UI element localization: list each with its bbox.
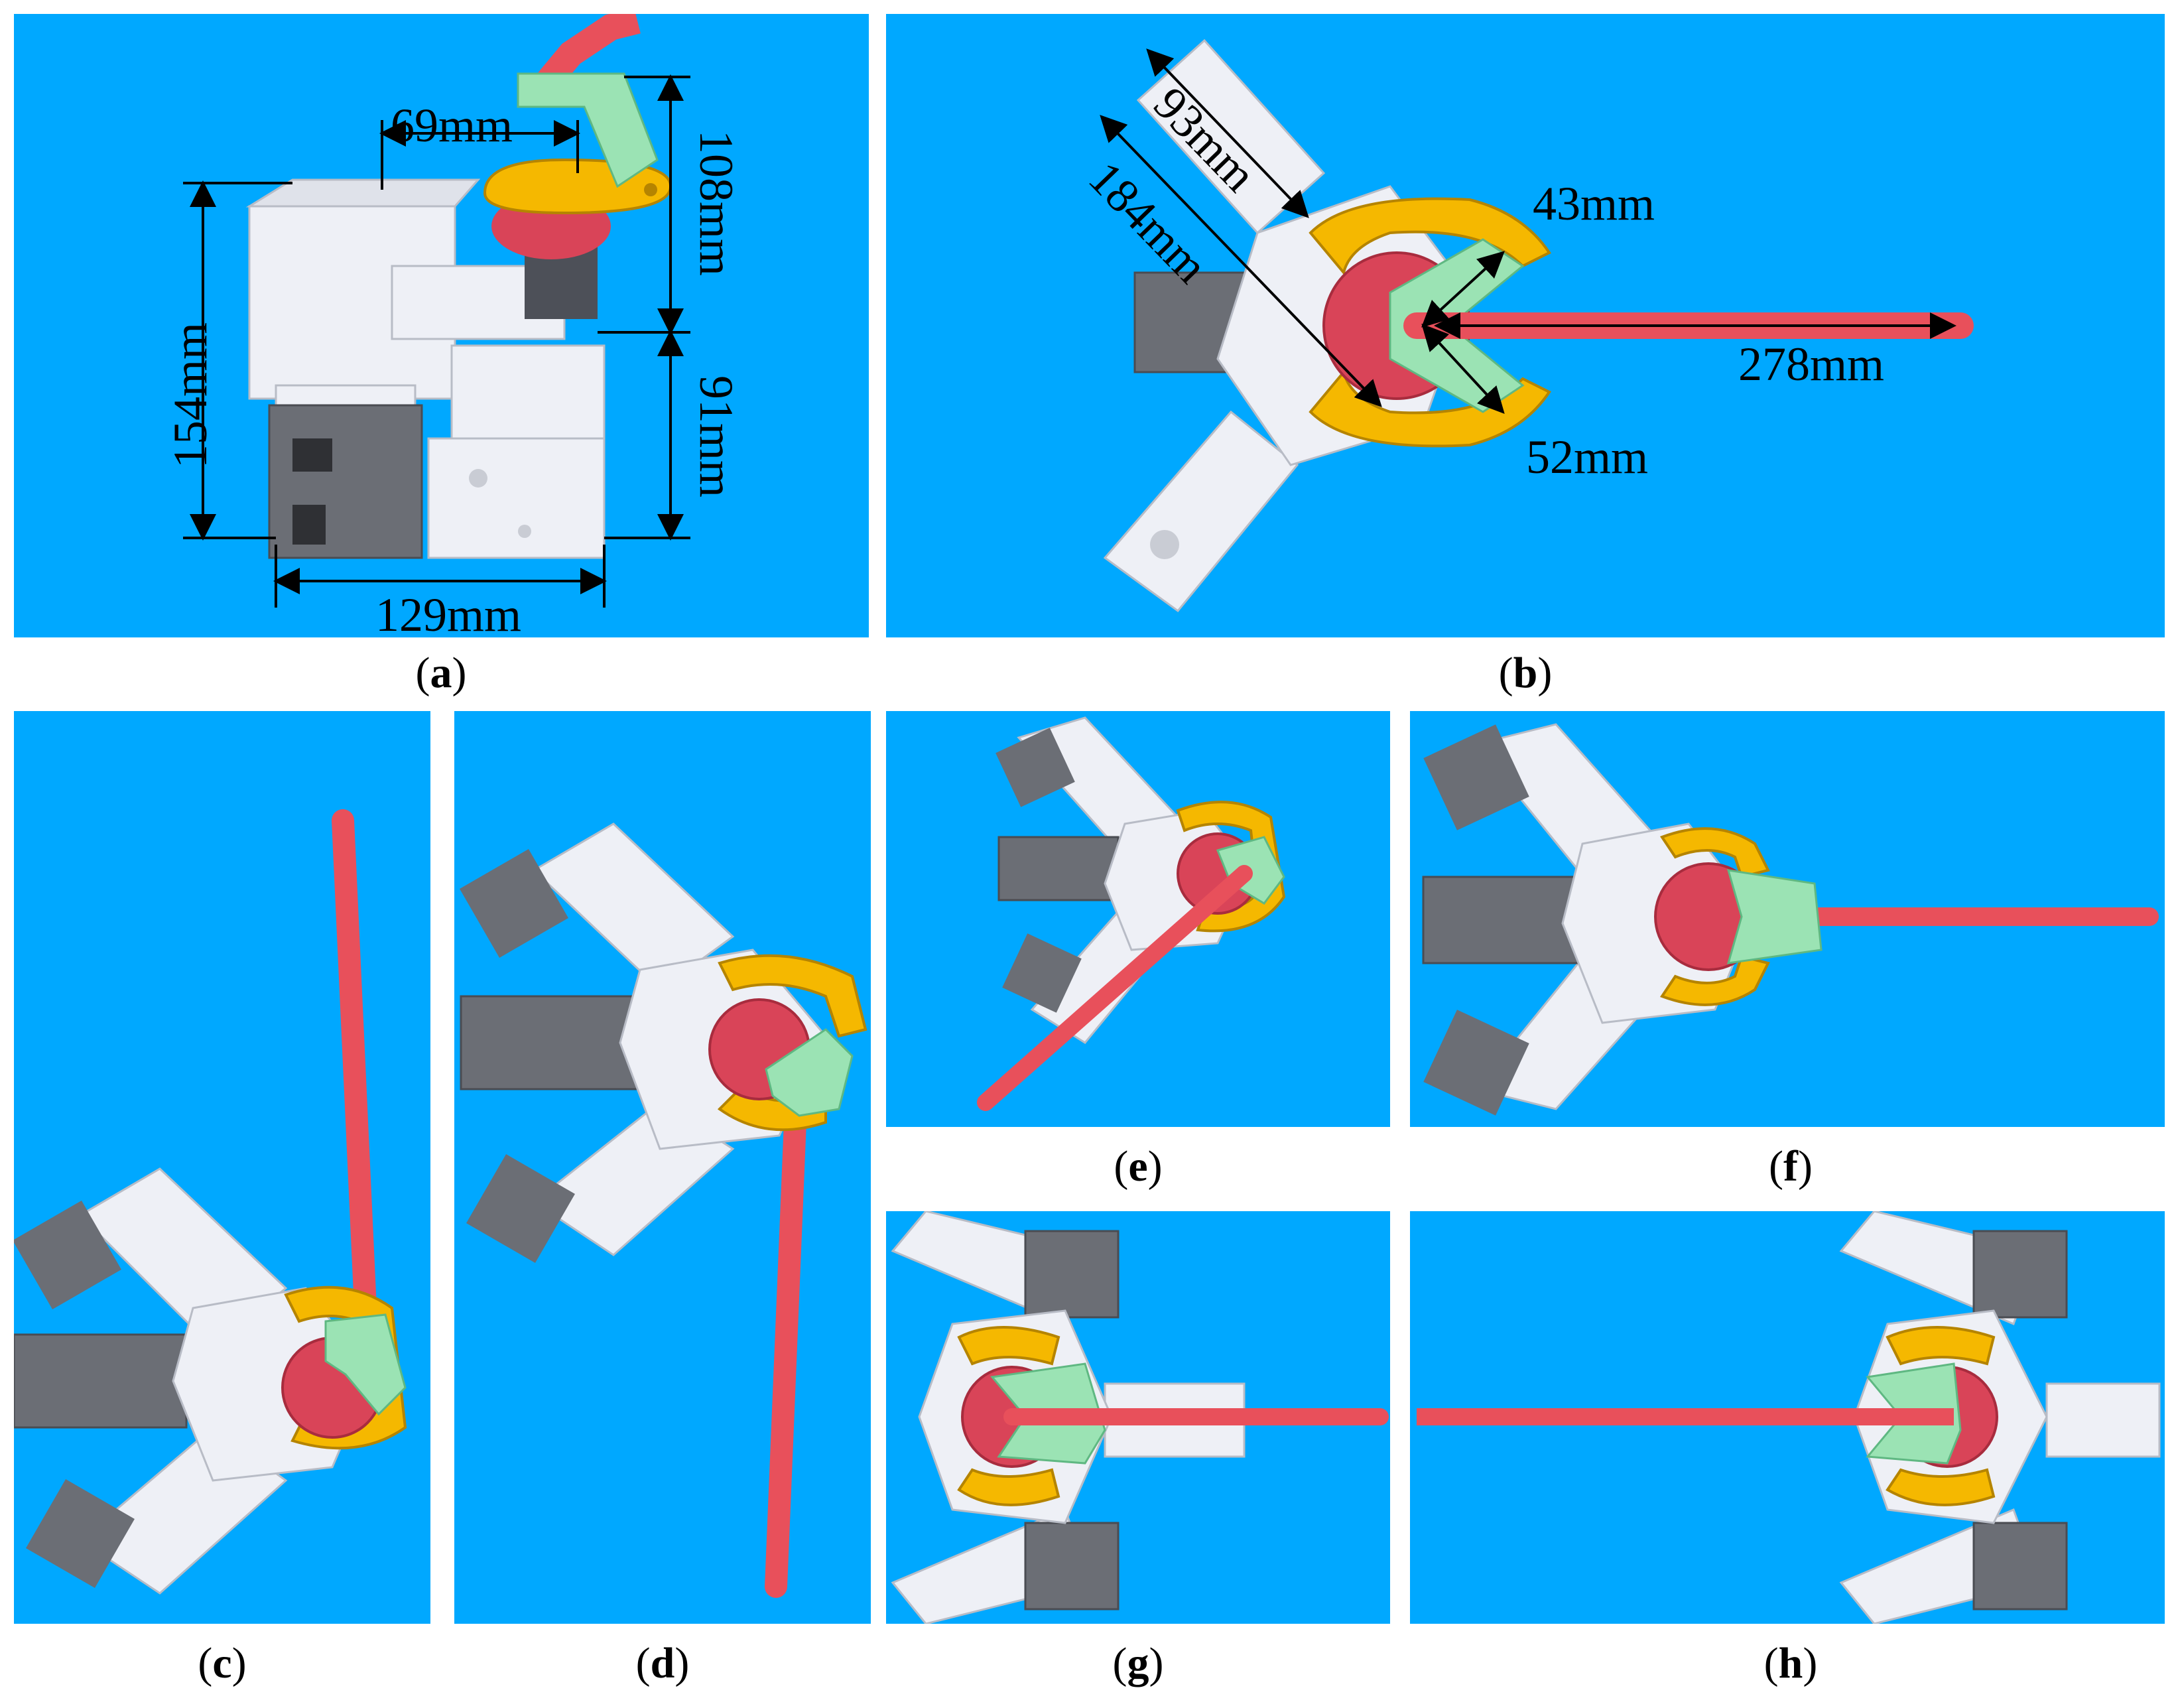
panel-f-illustration <box>1422 723 2159 1116</box>
rod <box>332 809 377 1319</box>
green-link <box>517 72 659 188</box>
panel-e <box>886 711 1390 1127</box>
dim-108mm: 108mm <box>690 130 743 277</box>
panel-h <box>1410 1211 2165 1624</box>
dim-52mm: 52mm <box>1526 430 1649 484</box>
dim-69mm: 69mm <box>391 99 513 152</box>
rod <box>977 865 1253 1111</box>
caption-d: (d) <box>635 1639 690 1687</box>
panel-g <box>886 1211 1390 1624</box>
dim-129mm: 129mm <box>375 588 522 637</box>
caption-c: (c) <box>198 1639 247 1687</box>
rod <box>765 1094 807 1598</box>
dim-91mm: 91mm <box>690 375 743 498</box>
dim-278mm: 278mm <box>1738 338 1885 391</box>
caption-g: (g) <box>1112 1639 1164 1687</box>
panel-h-illustration <box>1417 1211 2161 1624</box>
dim-154mm: 154mm <box>164 322 217 468</box>
panel-c-illustration <box>14 809 407 1595</box>
panel-g-illustration <box>891 1211 1389 1624</box>
panel-d-illustration <box>460 822 867 1598</box>
motor-gray <box>268 404 423 559</box>
dim-43mm: 43mm <box>1533 177 1655 230</box>
caption-f: (f) <box>1769 1142 1813 1191</box>
panel-b: 93mm 184mm 43mm 278mm 52mm <box>886 14 2165 637</box>
caption-h: (h) <box>1763 1639 1818 1687</box>
panel-d <box>454 711 871 1624</box>
panel-f <box>1410 711 2165 1127</box>
arm-lower <box>1103 410 1299 613</box>
panel-c <box>14 711 430 1624</box>
caption-e: (e) <box>1114 1142 1163 1191</box>
caption-b: (b) <box>1498 649 1553 697</box>
caption-a: (a) <box>415 649 467 697</box>
panel-a: 69mm 108mm 91mm 154mm 129mm <box>14 14 869 637</box>
panel-e-illustration <box>977 716 1286 1111</box>
panel-a-illustration <box>183 14 690 608</box>
panel-b-illustration <box>1100 38 1974 613</box>
